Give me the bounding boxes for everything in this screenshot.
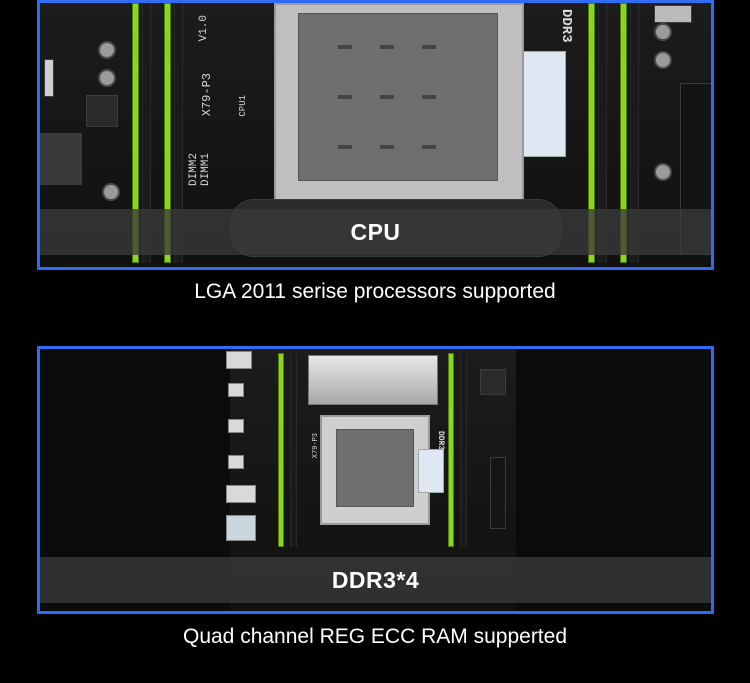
- silkscreen-version: V1.0: [198, 15, 210, 42]
- capacitor: [654, 23, 672, 41]
- cpu-socket-contacts: [298, 13, 498, 181]
- ram-label-bar: DDR3*4: [40, 557, 711, 603]
- power-connector: [490, 457, 506, 529]
- io-port: [226, 351, 252, 369]
- ram-caption: Quad channel REG ECC RAM supperted: [182, 625, 568, 648]
- socket-pad: [338, 95, 352, 99]
- dimm-slot-left-2: [142, 3, 151, 263]
- socket-pad: [338, 145, 352, 149]
- vrm-heatsink: [308, 355, 438, 405]
- socket-pad: [380, 45, 394, 49]
- capacitor: [98, 69, 116, 87]
- cpu-closeup-photo: V1.0 X79-P3 DIMM2 DIMM1 CPU1 DDR3 CPU: [37, 0, 714, 270]
- dimm-slot-right-2: [598, 3, 607, 263]
- dimm-slot: [290, 353, 297, 547]
- chip: [480, 369, 506, 395]
- silkscreen-ddr3: DDR3: [436, 431, 445, 451]
- ram-label: DDR3*4: [331, 566, 420, 593]
- product-sticker: [418, 449, 444, 493]
- dimm-slot-left-4: [174, 3, 183, 263]
- io-port-lan: [226, 485, 256, 503]
- silkscreen-ddr3: DDR3: [558, 9, 574, 43]
- silkscreen-dimm1: DIMM1: [200, 153, 212, 187]
- cpu-label: CPU: [350, 218, 401, 245]
- socket-pad: [422, 45, 436, 49]
- dimm-slot-right-3: [620, 3, 627, 263]
- silkscreen-dimm2: DIMM2: [188, 153, 200, 187]
- cpu-caption: LGA 2011 serise processors supported: [194, 280, 556, 303]
- capacitor: [654, 51, 672, 69]
- capacitor: [654, 163, 672, 181]
- socket-pad: [422, 95, 436, 99]
- motherboard-overview-photo: X79-P3 DDR3 DDR3*4: [37, 346, 714, 614]
- silkscreen-model: X79-P3: [200, 73, 214, 117]
- cpu-socket-contacts: [336, 429, 414, 507]
- connector: [44, 59, 54, 97]
- dimm-slot: [278, 353, 284, 547]
- io-port-audio: [226, 515, 256, 541]
- socket-pad: [380, 95, 394, 99]
- io-port-usb: [228, 455, 244, 469]
- socket-pad: [380, 145, 394, 149]
- dimm-slot: [460, 353, 467, 547]
- dimm-slot: [448, 353, 454, 547]
- dimm-slot-right-4: [630, 3, 639, 263]
- socket-pad: [422, 145, 436, 149]
- silkscreen-model: X79-P3: [312, 433, 320, 459]
- socket-pad: [338, 45, 352, 49]
- cpu-label-bar: CPU: [40, 209, 711, 255]
- silkscreen-cpu1: CPU1: [238, 95, 248, 117]
- io-port-usb: [228, 419, 244, 433]
- chip: [86, 95, 118, 127]
- dimm-slot-right-1: [588, 3, 595, 263]
- capacitor: [102, 183, 120, 201]
- dimm-slot-left-3: [164, 3, 171, 263]
- io-port-usb: [228, 383, 244, 397]
- chip: [40, 133, 82, 185]
- capacitor: [98, 41, 116, 59]
- dimm-slot-left-1: [132, 3, 139, 263]
- chip: [654, 5, 692, 23]
